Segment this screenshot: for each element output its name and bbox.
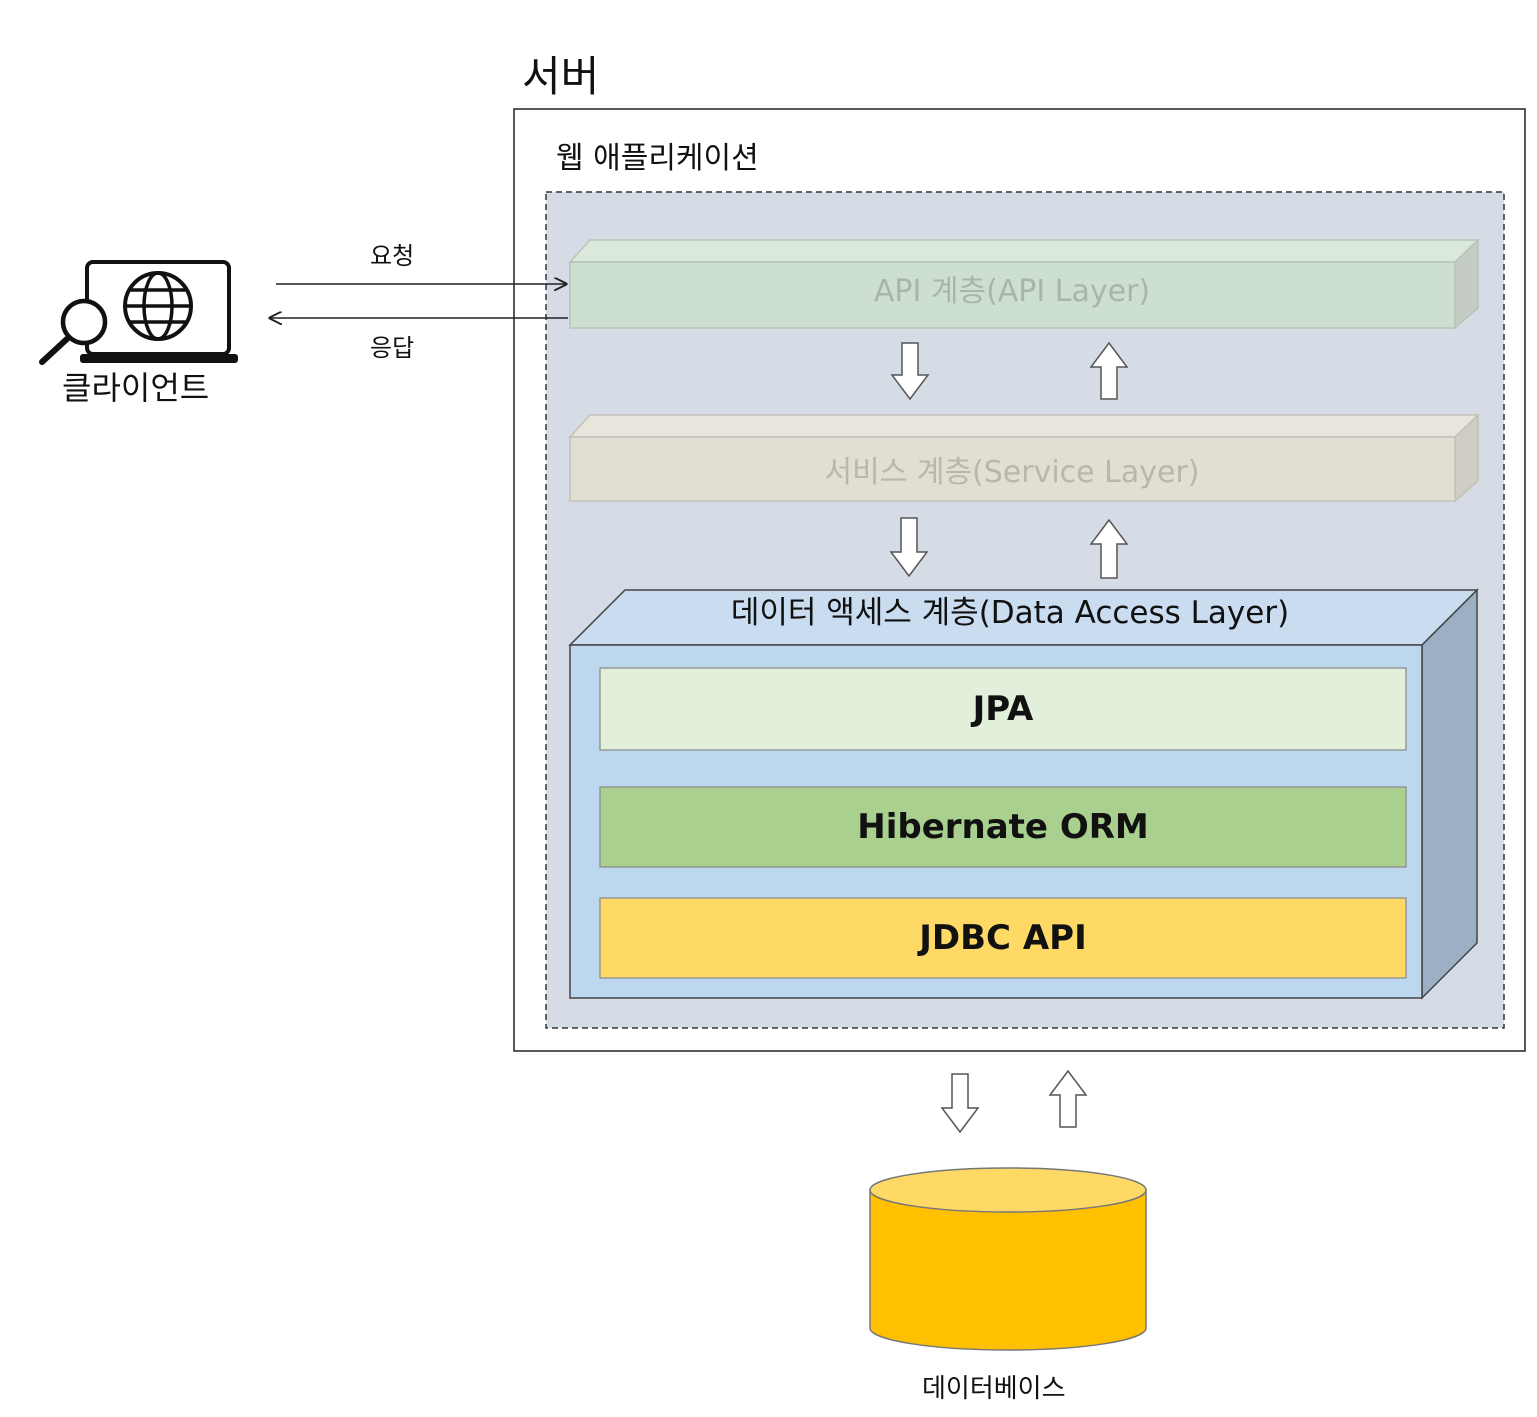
- api-layer-bar: [568, 238, 1480, 330]
- up-block-arrow: [1089, 341, 1129, 400]
- response-label: 응답: [370, 334, 415, 362]
- up-block-arrow: [1048, 1069, 1088, 1128]
- jdbc-api-box: [599, 897, 1407, 979]
- api-layer-label: API 계층(API Layer): [873, 274, 1151, 309]
- down-block-arrow: [940, 1073, 980, 1134]
- request-label: 요청: [370, 242, 415, 270]
- client-label: 클라이언트: [62, 369, 210, 407]
- server-title: 서버: [522, 52, 600, 101]
- down-block-arrow: [889, 517, 929, 578]
- database-cylinder: [869, 1167, 1147, 1351]
- down-block-arrow: [890, 342, 930, 401]
- up-block-arrow: [1089, 518, 1129, 579]
- hibernate-orm-label: Hibernate ORM: [857, 807, 1149, 847]
- laptop-globe-search-icon: [39, 260, 238, 365]
- hibernate-orm-box: [599, 786, 1407, 868]
- web-app-title: 웹 애플리케이션: [556, 141, 759, 176]
- jpa-box: [599, 667, 1407, 751]
- jpa-label: JPA: [972, 689, 1034, 729]
- database-label: 데이터베이스: [922, 1374, 1066, 1404]
- service-layer-label: 서비스 계층(Service Layer): [824, 455, 1200, 490]
- jdbc-api-label: JDBC API: [919, 918, 1087, 958]
- service-layer-bar: [568, 413, 1480, 503]
- data-access-layer-label: 데이터 액세스 계층(Data Access Layer): [730, 595, 1290, 631]
